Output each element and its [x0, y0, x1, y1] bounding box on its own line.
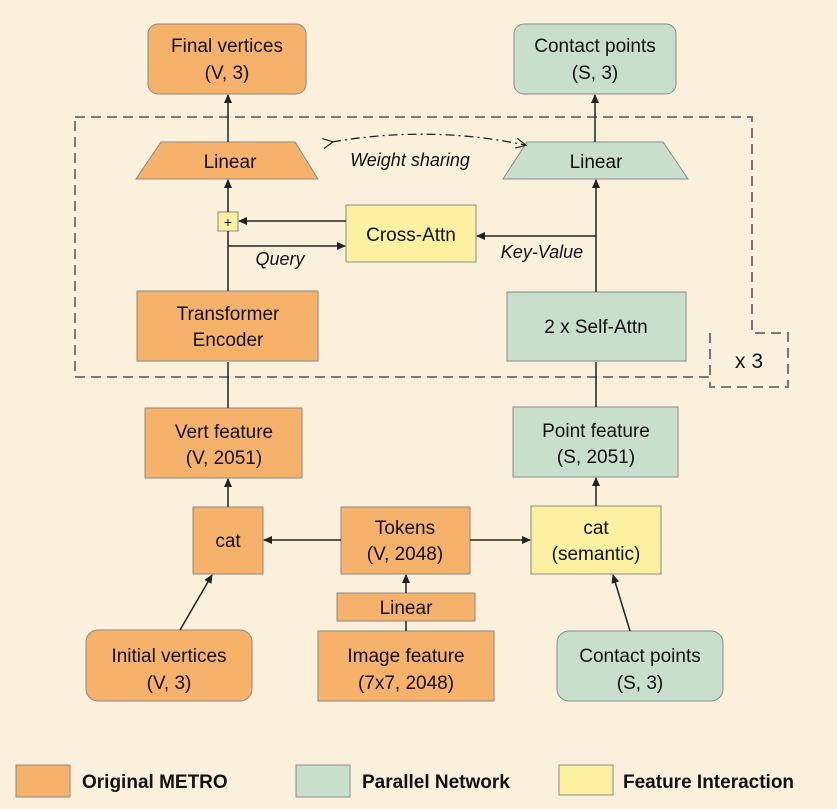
contact-points-input-node: Contact points (S, 3) — [556, 630, 724, 702]
legend-item-feature-interaction: Feature Interaction — [558, 764, 794, 796]
point-feature-label: Point feature — [542, 421, 650, 442]
linear-left-node: Linear — [135, 141, 319, 180]
cat-semantic-sub: (semantic) — [552, 544, 641, 565]
weight-sharing-label: Weight sharing — [350, 150, 470, 170]
linear-right-label: Linear — [570, 152, 623, 173]
vert-feature-shape: (V, 2051) — [186, 448, 262, 469]
tokens-node: Tokens (V, 2048) — [340, 506, 471, 575]
image-feature-label: Image feature — [347, 646, 464, 667]
cat-left-label: cat — [215, 531, 241, 552]
contact-points-input-shape: (S, 3) — [617, 673, 663, 694]
cross-attn-label: Cross-Attn — [366, 225, 456, 246]
cat-left-node: cat — [192, 506, 264, 575]
plus-label: + — [224, 214, 232, 230]
vert-feature-node: Vert feature (V, 2051) — [144, 407, 303, 479]
tokens-label: Tokens — [375, 518, 435, 539]
point-feature-node: Point feature (S, 2051) — [512, 406, 679, 478]
linear-right-node: Linear — [502, 141, 689, 180]
weight-sharing-arrow — [332, 133, 525, 145]
image-feature-node: Image feature (7x7, 2048) — [317, 630, 495, 702]
legend-label-parallel-network: Parallel Network — [362, 772, 510, 793]
legend-label-original-metro: Original METRO — [82, 772, 228, 793]
transformer-encoder-label-2: Encoder — [193, 330, 264, 351]
contact-points-output-label: Contact points — [534, 36, 655, 57]
initial-vertices-label: Initial vertices — [111, 646, 226, 667]
repeat-region-border — [74, 116, 789, 388]
self-attn-label: 2 x Self-Attn — [544, 317, 648, 338]
final-vertices-node: Final vertices (V, 3) — [147, 23, 307, 95]
initial-vertices-node: Initial vertices (V, 3) — [85, 629, 253, 702]
transformer-encoder-label-1: Transformer — [177, 304, 280, 325]
key-value-label: Key-Value — [501, 242, 583, 262]
cat-semantic-label: cat — [583, 518, 609, 539]
legend-label-feature-interaction: Feature Interaction — [623, 772, 794, 793]
image-feature-shape: (7x7, 2048) — [358, 673, 454, 694]
point-feature-shape: (S, 2051) — [557, 447, 635, 468]
transformer-encoder-node: Transformer Encoder — [136, 290, 319, 362]
linear-mid-label: Linear — [380, 598, 433, 619]
final-vertices-shape: (V, 3) — [205, 63, 250, 84]
cross-attn-node: Cross-Attn — [345, 204, 477, 263]
linear-mid-node: Linear — [336, 592, 476, 622]
contact-points-output-shape: (S, 3) — [572, 63, 618, 84]
final-vertices-label: Final vertices — [171, 36, 283, 57]
connectors — [179, 94, 631, 632]
repeat-label: x 3 — [735, 350, 763, 373]
plus-node: + — [217, 211, 239, 232]
legend-item-parallel-network: Parallel Network — [295, 764, 510, 798]
tokens-shape: (V, 2048) — [367, 544, 443, 565]
legend-item-original-metro: Original METRO — [15, 764, 228, 798]
contact-points-input-label: Contact points — [579, 646, 700, 667]
self-attn-node: 2 x Self-Attn — [506, 291, 687, 362]
cat-semantic-node: cat (semantic) — [530, 505, 662, 575]
contact-points-output-node: Contact points (S, 3) — [513, 23, 677, 95]
query-label: Query — [255, 249, 305, 269]
linear-left-label: Linear — [204, 152, 257, 173]
initial-vertices-shape: (V, 3) — [147, 673, 192, 694]
vert-feature-label: Vert feature — [175, 422, 273, 443]
legend: Original METRO Parallel Network Feature … — [15, 764, 794, 798]
